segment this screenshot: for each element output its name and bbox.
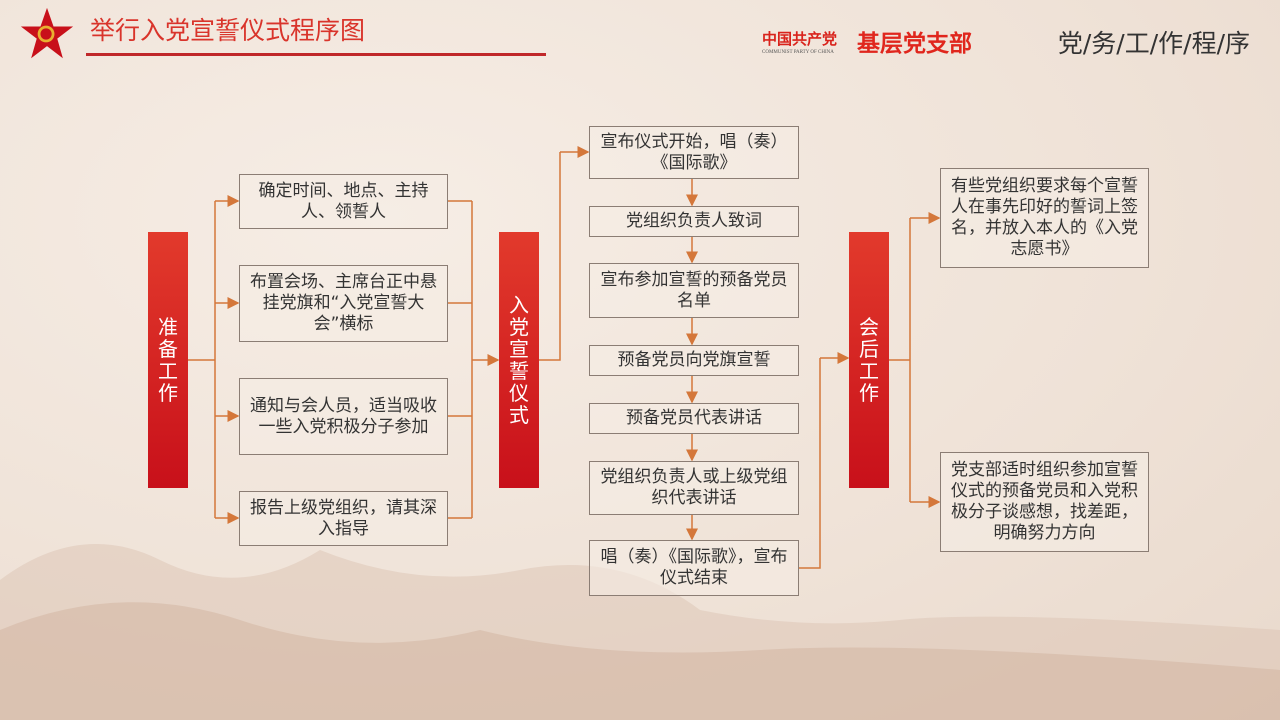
after-step-2: 党支部适时组织参加宣誓仪式的预备党员和入党积极分子谈感想，找差距，明确努力方向 xyxy=(940,452,1149,552)
prep-step-1: 确定时间、地点、主持人、领誓人 xyxy=(239,174,448,229)
section-title: 党/务/工/作/程/序 xyxy=(1057,29,1250,58)
ceremony-step-2: 党组织负责人致词 xyxy=(589,206,799,237)
ceremony-step-6: 党组织负责人或上级党组织代表讲话 xyxy=(589,461,799,515)
stage-after-bar: 会后工作 xyxy=(849,232,889,488)
stage-ceremony-bar: 入党宣誓仪式 xyxy=(499,232,539,488)
ceremony-step-4: 预备党员向党旗宣誓 xyxy=(589,345,799,376)
prep-step-2: 布置会场、主席台正中悬挂党旗和“入党宣誓大会”横标 xyxy=(239,265,448,342)
after-step-1: 有些党组织要求每个宣誓人在事先印好的誓词上签名，并放入本人的《入党志愿书》 xyxy=(940,168,1149,268)
prep-step-3: 通知与会人员，适当吸收一些入党积极分子参加 xyxy=(239,378,448,455)
mountain-background xyxy=(0,544,1280,720)
brand-main: 基层党支部 xyxy=(857,31,972,57)
party-star-logo-icon xyxy=(20,7,74,59)
prep-step-4: 报告上级党组织，请其深入指导 xyxy=(239,491,448,546)
ceremony-step-3: 宣布参加宣誓的预备党员名单 xyxy=(589,263,799,318)
page-title: 举行入党宣誓仪式程序图 xyxy=(90,16,366,45)
brand-cn: 中国共产党 xyxy=(762,30,838,48)
stage-prep-bar: 准备工作 xyxy=(148,232,188,488)
ceremony-step-5: 预备党员代表讲话 xyxy=(589,403,799,434)
title-underline xyxy=(86,53,546,56)
ceremony-step-1: 宣布仪式开始，唱（奏）《国际歌》 xyxy=(589,126,799,179)
brand-en: COMMUNIST PARTY OF CHINA xyxy=(762,50,834,55)
ceremony-step-7: 唱（奏）《国际歌》，宣布仪式结束 xyxy=(589,540,799,596)
